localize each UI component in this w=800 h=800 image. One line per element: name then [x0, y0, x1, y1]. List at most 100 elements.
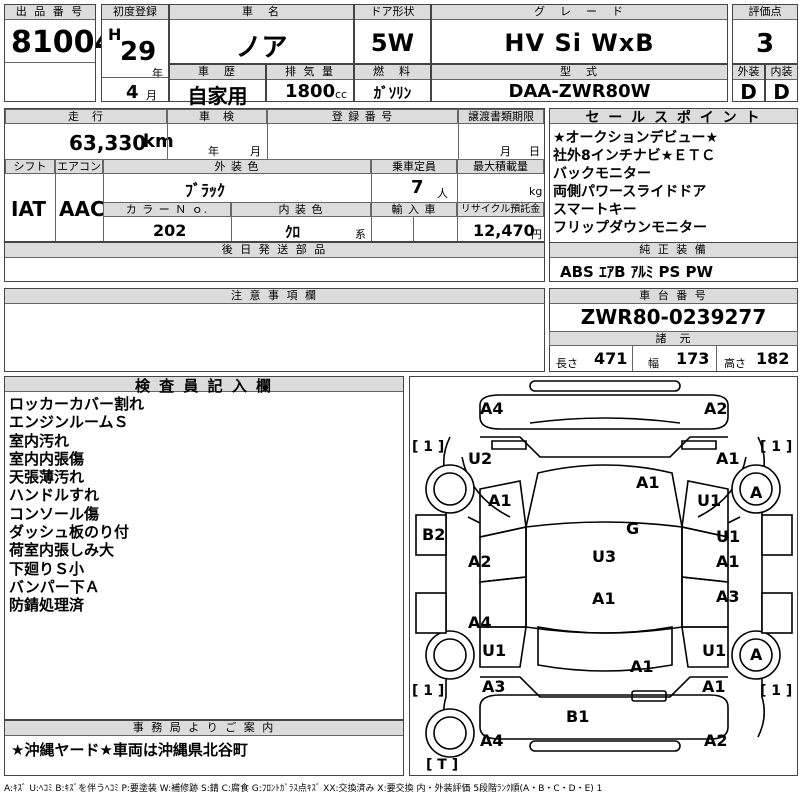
label-left-quarter: A3 — [482, 677, 506, 696]
office-notice-box: 事 務 局 よ り ご 案 内 ★沖縄ヤード★車両は沖縄県北谷町 — [4, 720, 404, 776]
label-windshield: G — [626, 519, 640, 538]
aircon: AAC — [59, 197, 105, 221]
label-front-right: A2 — [704, 399, 728, 418]
inspector-note: コンソール傷 — [9, 504, 100, 523]
office-notice: ★沖縄ヤード★車両は沖縄県北谷町 — [11, 741, 248, 759]
label-right-rear-fender: U1 — [702, 641, 727, 660]
label-right-front-door: U1 — [697, 491, 722, 510]
top-info-box: 出 品 番 号 81004 初度登録 H 29 年 4 月 車 名 ノア ドア形… — [4, 4, 798, 108]
first-reg-month: 4 — [126, 82, 139, 103]
chassis-no: ZWR80-0239277 — [580, 305, 767, 329]
damage-diagram: A4 A2 [ 1 ] [ 1 ] U2 A1 A1 A1 U1 A B2 G … — [409, 376, 798, 776]
tire-front-left: [ 1 ] — [412, 439, 445, 455]
tire-front-right: [ 1 ] — [760, 439, 793, 455]
label-right-rear-wheel: A — [750, 645, 763, 664]
model-code-cell: 型 式 DAA-ZWR80W — [431, 64, 728, 102]
tire-rear-left: [ 1 ] — [412, 683, 445, 699]
first-registration-cell: 初度登録 H 29 年 4 月 — [101, 4, 169, 103]
sales-point: 両側パワースライドドア — [553, 184, 707, 200]
tire-spare: [ T ] — [426, 757, 459, 773]
lot-number: 81004 — [11, 25, 116, 60]
label-left-mid: A2 — [468, 552, 492, 571]
label-rear-right: A2 — [704, 731, 728, 750]
first-registration-header: 初度登録 — [102, 5, 168, 20]
label-left-pillar: B2 — [422, 525, 446, 544]
era: H — [108, 25, 122, 44]
inspector-note: 天張薄汚れ — [9, 468, 85, 487]
label-right-mid-1: U1 — [716, 527, 741, 546]
label-right-mid-2: A1 — [716, 552, 740, 571]
mileage: 63,330 — [69, 131, 147, 155]
grade: HV Si WxB — [504, 29, 655, 57]
inspector-note: 室内汚れ — [9, 431, 70, 450]
label-back-door: B1 — [566, 707, 590, 726]
label-left-front-door: A1 — [488, 491, 512, 510]
label-rear-left: A4 — [480, 731, 504, 750]
caution-notes-box: 注 意 事 項 欄 — [4, 288, 545, 372]
shift: IAT — [11, 197, 47, 221]
spec-height: 182 — [756, 349, 790, 368]
car-outline-diagram — [415, 380, 793, 758]
chassis-box: 車 台 番 号 ZWR80-0239277 諸 元 長さ 471 幅 173 高… — [549, 288, 798, 372]
sales-point: 社外8インチナビ★ＥＴＣ — [553, 148, 716, 164]
tire-rear-right: [ 1 ] — [760, 683, 793, 699]
label-rear-glass: A1 — [630, 657, 654, 676]
door-type-cell: ドア形状 5W — [354, 4, 431, 64]
exterior-grade-cell: 外装 D — [732, 64, 765, 104]
label-roof: U3 — [592, 547, 617, 566]
legend-footer: A:ｷｽﾞ U:ﾍｺﾐ B:ｷｽﾞを伴うﾍｺﾐ P:要塗装 W:補修跡 S:錆 … — [4, 784, 603, 794]
inspector-note: 室内内張傷 — [9, 449, 85, 468]
inspector-note: ダッシュ板のり付 — [9, 523, 130, 542]
displacement-cell: 排 気 量 1800 cc — [266, 64, 354, 102]
genuine-equipment-box: 純 正 装 備 ABS ｴｱB ｱﾙﾐ PS PW — [549, 242, 798, 282]
interior-grade-cell: 内装 D — [765, 64, 798, 104]
label-left-rear-door: A4 — [468, 613, 492, 632]
model-code: DAA-ZWR80W — [508, 81, 651, 102]
sales-point: フリップダウンモニター — [553, 220, 707, 236]
lot-number-cell: 出 品 番 号 81004 — [4, 4, 115, 102]
spec-length: 471 — [594, 349, 628, 368]
sales-point: バックモニター — [553, 166, 651, 182]
recycle: 12,470 — [473, 221, 535, 240]
body-color: ﾌﾞﾗｯｸ — [185, 181, 226, 200]
later-parts-box: 後 日 発 送 部 品 — [4, 242, 545, 282]
vehicle-details-box: 走 行 車 検 登 録 番 号 譲渡書類期限 63,330 km 年 月 月 日… — [4, 108, 545, 242]
interior-grade: D — [773, 80, 790, 104]
label-front-left: A4 — [480, 399, 504, 418]
label-right-rear-door: A3 — [716, 587, 740, 606]
history-cell: 車 歴 自家用 — [169, 64, 266, 108]
fuel-cell: 燃 料 ｶﾞｿﾘﾝ — [354, 64, 431, 102]
sales-point: ★オークションデビュー★ — [553, 130, 719, 146]
inspector-note: 下廻りＳ小 — [9, 559, 85, 578]
inspector-notes-box: 検 査 員 記 入 欄 ロッカーカバー割れ エンジンルームＳ 室内汚れ 室内内張… — [4, 376, 404, 720]
grade-cell: グ レ ー ド HV Si WxB — [431, 4, 728, 64]
inspector-note: 防錆処理済 — [9, 596, 85, 615]
label-left-rear-fender: U1 — [482, 641, 507, 660]
spec-width: 173 — [676, 349, 710, 368]
inspector-note: 荷室内張しみ大 — [9, 541, 115, 560]
label-hood: A1 — [636, 473, 660, 492]
fuel: ｶﾞｿﾘﾝ — [373, 84, 412, 102]
inspector-note: ハンドルすれ — [9, 486, 100, 505]
label-left-fender: U2 — [468, 449, 493, 468]
first-reg-year: 29 — [120, 37, 157, 67]
interior-color: ｸﾛ — [285, 223, 301, 241]
label-right-front-wheel: A — [750, 483, 763, 502]
score: 3 — [755, 29, 775, 59]
label-right-quarter: A1 — [702, 677, 726, 696]
label-roof-a1: A1 — [592, 589, 616, 608]
sales-point: スマートキー — [553, 202, 637, 218]
lot-number-header: 出 品 番 号 — [5, 5, 95, 20]
score-cell: 評価点 3 — [732, 4, 798, 64]
sales-points-box: セ ー ル ス ポ イ ン ト ★オークションデビュー★ 社外8インチナビ★ＥＴ… — [549, 108, 798, 258]
exterior-grade: D — [740, 80, 757, 104]
door-type: 5W — [370, 29, 415, 57]
history: 自家用 — [187, 84, 248, 108]
inspector-note: バンパー下Ａ — [9, 577, 100, 596]
color-no: 202 — [153, 221, 187, 240]
car-name: ノア — [235, 33, 288, 63]
inspector-note: エンジンルームＳ — [9, 413, 129, 432]
displacement: 1800 — [285, 81, 336, 102]
capacity: 7 — [411, 177, 424, 198]
genuine-equipment: ABS ｴｱB ｱﾙﾐ PS PW — [560, 263, 714, 281]
